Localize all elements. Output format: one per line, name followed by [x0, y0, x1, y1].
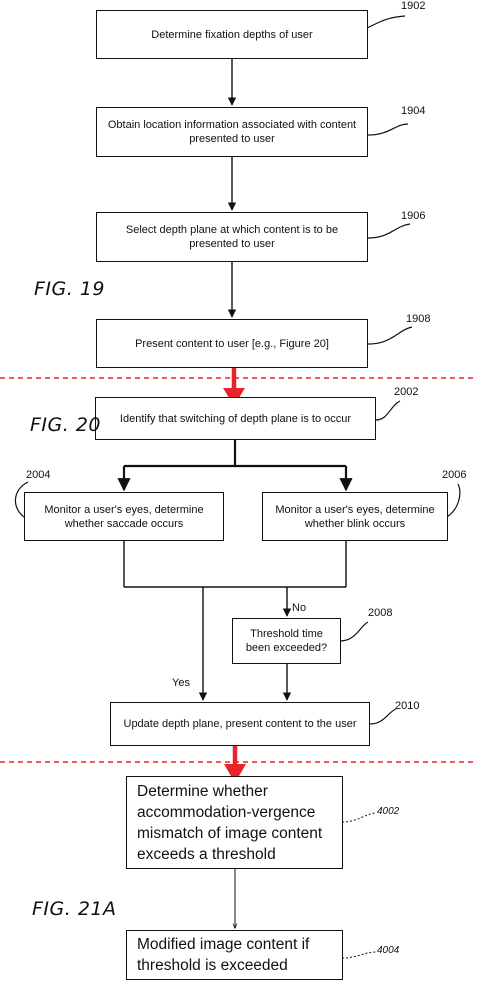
box-2006-text: Monitor a user's eyes, determine whether…	[275, 503, 435, 530]
ref-2008: 2008	[368, 607, 393, 619]
box-2004-text: Monitor a user's eyes, determine whether…	[44, 503, 204, 530]
box-4002: Determine whether accommodation-vergence…	[126, 776, 343, 869]
leader-2006	[446, 483, 461, 518]
box-4002-text: Determine whether accommodation-vergence…	[137, 782, 323, 863]
leader-2004	[14, 481, 29, 518]
box-2010: Update depth plane, present content to t…	[110, 702, 370, 746]
figure-label-20: FIG. 20	[30, 414, 102, 436]
leader-4002	[341, 812, 377, 823]
figure-label-19: FIG. 19	[34, 278, 106, 300]
box-2004: Monitor a user's eyes, determine whether…	[24, 492, 224, 541]
box-1902: Determine fixation depths of user	[96, 10, 368, 59]
branch-label-no: No	[292, 602, 307, 614]
box-1908: Present content to user [e.g., Figure 20…	[96, 319, 368, 368]
box-2010-text: Update depth plane, present content to t…	[123, 718, 357, 730]
box-2002: Identify that switching of depth plane i…	[95, 397, 376, 440]
box-2008-text: Threshold time been exceeded?	[245, 628, 328, 654]
leader-1906	[367, 223, 411, 239]
branch-label-yes: Yes	[172, 677, 190, 689]
box-2006: Monitor a user's eyes, determine whether…	[262, 492, 448, 541]
box-4004-text: Modified image content if threshold is e…	[137, 936, 310, 974]
leader-1904	[367, 123, 409, 136]
ref-2006: 2006	[442, 469, 467, 481]
leader-4004	[341, 951, 377, 959]
leader-2002	[375, 400, 401, 421]
leader-2008	[339, 621, 369, 642]
box-1904-text: Obtain location information associated w…	[107, 119, 357, 145]
figure-label-21a: FIG. 21A	[32, 898, 117, 920]
ref-4002: 4002	[377, 806, 400, 817]
box-4004: Modified image content if threshold is e…	[126, 930, 343, 980]
ref-1906: 1906	[401, 210, 426, 222]
ref-2002: 2002	[394, 386, 419, 398]
box-1906: Select depth plane at which content is t…	[96, 212, 368, 262]
box-1904: Obtain location information associated w…	[96, 107, 368, 157]
leader-1908	[367, 326, 413, 345]
ref-4004: 4004	[377, 945, 400, 956]
leader-2010	[369, 708, 397, 725]
box-1908-text: Present content to user [e.g., Figure 20…	[135, 337, 329, 350]
ref-1904: 1904	[401, 105, 426, 117]
ref-1908: 1908	[406, 313, 431, 325]
box-2008: Threshold time been exceeded?	[232, 618, 341, 664]
box-1906-text: Select depth plane at which content is t…	[125, 224, 339, 250]
ref-1902: 1902	[401, 0, 426, 12]
box-2002-text: Identify that switching of depth plane i…	[119, 412, 352, 425]
ref-2004: 2004	[26, 469, 51, 481]
ref-2010: 2010	[395, 700, 420, 712]
box-1902-text: Determine fixation depths of user	[151, 28, 313, 41]
